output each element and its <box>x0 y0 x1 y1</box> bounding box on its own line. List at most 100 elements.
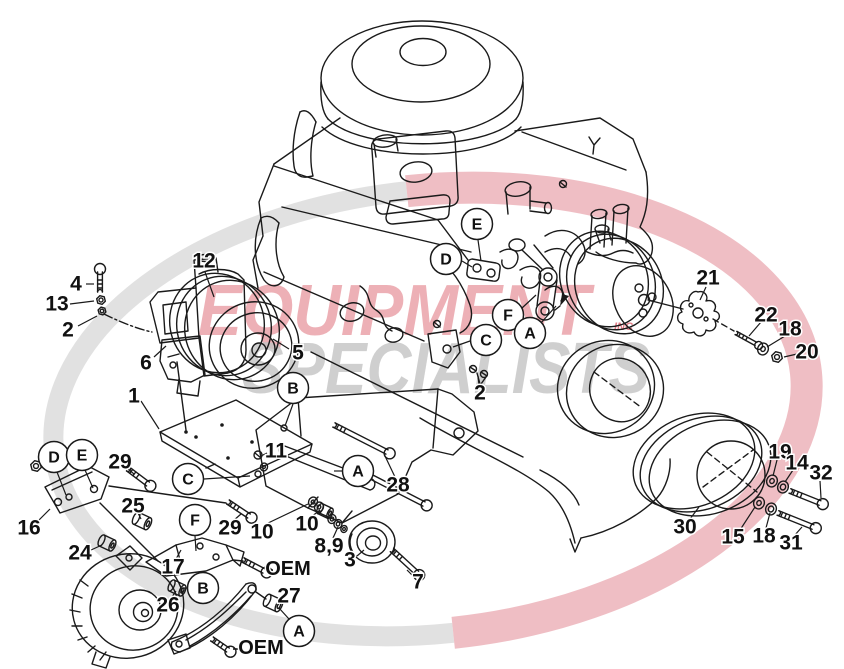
leader-line <box>310 509 321 518</box>
callout-letter-F: F <box>503 308 513 325</box>
callout-letter-A: A <box>524 326 536 343</box>
callout-number-22: 22 <box>754 304 777 327</box>
leader-line <box>84 469 94 489</box>
leader-line <box>37 508 51 522</box>
callout-number-28: 28 <box>386 474 410 497</box>
washer <box>340 524 348 534</box>
leader-line <box>461 260 473 268</box>
callout-number-7: 7 <box>412 571 424 594</box>
leader-line <box>90 544 103 551</box>
nut <box>96 295 106 305</box>
bolt <box>776 510 822 535</box>
callout-number-18: 18 <box>778 318 802 341</box>
callout-number-29: 29 <box>108 451 131 474</box>
bolt <box>788 488 829 511</box>
leader-line <box>175 549 182 560</box>
callout-letter-B: B <box>197 581 209 598</box>
fan-clutch-hub <box>676 290 721 337</box>
callout-number-10: 10 <box>295 513 318 536</box>
washer <box>756 342 770 356</box>
callout-letter-circle-B <box>186 571 220 605</box>
callout-number-21: 21 <box>696 267 720 290</box>
leader-line <box>739 506 756 531</box>
callout-number-16: 16 <box>17 517 40 540</box>
watermark-word-specialists: SPECIALISTS <box>242 329 650 409</box>
leader-line <box>772 459 778 477</box>
callout-letter-circle-B <box>276 371 310 405</box>
leader-line <box>356 549 365 557</box>
bolt <box>209 636 237 658</box>
idler-pulley <box>348 520 396 564</box>
leader-line <box>204 271 215 298</box>
callout-number-27: 27 <box>277 585 300 608</box>
leader-line <box>332 526 339 539</box>
leader-line <box>56 471 67 496</box>
watermark-ring-left <box>43 181 455 647</box>
callout-letter-circle-E <box>65 438 99 472</box>
callout-number-19: 19 <box>768 441 791 464</box>
leader-line <box>406 569 414 577</box>
carburetor-bracket <box>370 130 459 225</box>
leader-line <box>766 335 786 348</box>
spacer-bushing <box>316 502 334 520</box>
callout-number-8,9: 8,9 <box>314 535 343 558</box>
washer <box>752 496 766 510</box>
leader-line <box>140 400 160 430</box>
head-link-plate <box>466 258 501 282</box>
watermark-logo: EQUIPMENT SPECIALISTS INC <box>43 171 823 649</box>
callout-oem-1: OEM <box>265 558 311 580</box>
callout-letter-circle-A <box>513 316 547 350</box>
callout-number-3: 3 <box>344 549 356 572</box>
leader-line <box>765 512 771 529</box>
callout-number-2: 2 <box>474 382 486 405</box>
nut <box>771 351 783 363</box>
callout-number-18: 18 <box>752 525 776 548</box>
leader-line <box>272 338 290 350</box>
callout-number-5: 5 <box>292 342 304 365</box>
leader-line <box>278 607 290 620</box>
callout-letter-F: F <box>190 513 200 530</box>
washer <box>333 518 343 530</box>
callout-number-32: 32 <box>809 462 832 485</box>
callout-letter-circle-A <box>341 454 375 488</box>
callout-number-12: 12 <box>192 250 215 273</box>
leader-line <box>699 286 707 301</box>
leader-line <box>232 513 242 522</box>
leader-line <box>265 503 309 525</box>
callout-letter-C: C <box>182 472 194 489</box>
spacer-bushing <box>262 593 284 613</box>
leader-line <box>137 512 142 520</box>
spacer-bushing <box>97 534 117 552</box>
callout-number-31: 31 <box>779 532 803 555</box>
callout-letter-A: A <box>352 464 364 481</box>
callout-number-4: 4 <box>70 273 82 296</box>
callout-letter-circle-F <box>491 298 525 332</box>
callout-number-30: 30 <box>673 516 696 539</box>
callout-number-10: 10 <box>250 521 273 544</box>
mount-plate <box>159 399 313 488</box>
callout-letter-B: B <box>287 381 299 398</box>
leader-line <box>77 315 98 327</box>
crankshaft-pulley <box>632 412 772 517</box>
callout-number-2: 2 <box>62 319 74 342</box>
leader-line <box>126 467 135 475</box>
callout-letter-A: A <box>293 624 305 641</box>
callout-number-1: 1 <box>128 385 140 408</box>
alternator <box>69 545 191 669</box>
front-link-strap <box>508 238 569 321</box>
leader-line <box>477 239 482 262</box>
bolt <box>734 330 764 351</box>
callout-number-17: 17 <box>161 556 184 579</box>
bolt <box>389 547 426 582</box>
callout-letter-D: D <box>48 450 60 467</box>
leader-line <box>521 294 537 309</box>
callout-number-14: 14 <box>785 452 809 475</box>
leader-line <box>477 375 480 386</box>
leader-line <box>689 506 700 520</box>
callout-letter-C: C <box>480 333 492 350</box>
leader-line <box>783 353 798 358</box>
leader-line <box>784 469 794 483</box>
leader-line <box>793 526 803 537</box>
bolt <box>225 499 258 524</box>
